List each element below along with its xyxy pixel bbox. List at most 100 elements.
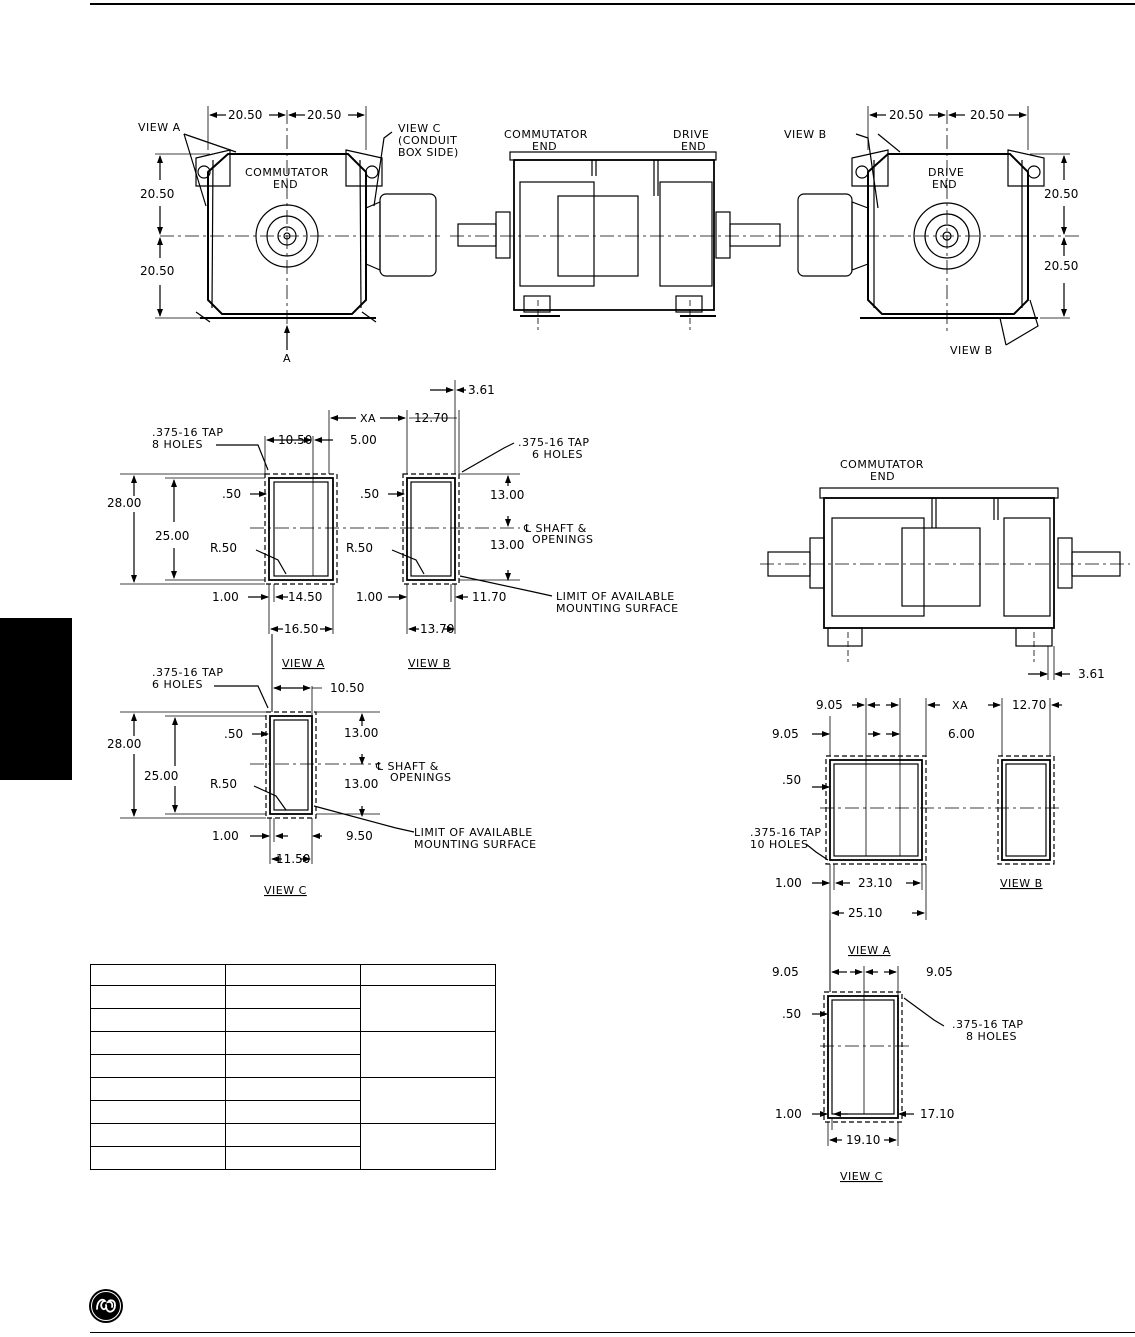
label-commutator-mid-1: COMMUTATOR [504, 128, 588, 141]
label-radius-c: R.50 [210, 777, 237, 791]
dim-1650: 16.50 [284, 622, 318, 636]
top-rule [90, 3, 1135, 5]
label-tap10-2: 10 HOLES [750, 838, 808, 851]
label-view-a-right: VIEW A [848, 944, 891, 957]
view-a-b-top [120, 380, 553, 634]
label-xa-top: XA [360, 412, 376, 425]
label-xa-right: XA [952, 699, 968, 712]
label-shaft-2: OPENINGS [532, 533, 593, 546]
dim-1300-a: 13.00 [490, 488, 524, 502]
label-commutator-r-1: COMMUTATOR [840, 458, 924, 471]
label-shaft-1: ℄ SHAFT & [523, 522, 587, 535]
dim-1170: 11.70 [472, 590, 506, 604]
label-section-a: A [283, 352, 291, 365]
dim-2050-b4: 20.50 [1044, 259, 1078, 273]
dim-2050-a4: 20.50 [140, 264, 174, 278]
label-commutator-1: COMMUTATOR [245, 166, 329, 179]
label-view-c-right: VIEW C [840, 1170, 883, 1183]
dim-905-r1: 9.05 [816, 698, 843, 712]
dim-1450: 14.50 [288, 590, 322, 604]
dim-2050-a3: 20.50 [140, 187, 174, 201]
label-shaft-c-1: ℄ SHAFT & [375, 760, 439, 773]
dim-100-c: 1.00 [212, 829, 239, 843]
ge-monogram-icon [89, 1289, 123, 1323]
dim-2050-b1: 20.50 [889, 108, 923, 122]
dim-1270-top: 12.70 [414, 411, 448, 425]
label-drive-1: DRIVE [928, 166, 964, 179]
dim-1370: 13.70 [420, 622, 454, 636]
label-view-c-left: VIEW C [264, 884, 307, 897]
dim-1300-c1: 13.00 [344, 726, 378, 740]
dim-361-right: 3.61 [1078, 667, 1105, 681]
bottom-rule [90, 1332, 1135, 1333]
dimension-table [90, 964, 496, 1170]
dim-2050-a1: 20.50 [228, 108, 262, 122]
label-limit-c-2: MOUNTING SURFACE [414, 838, 537, 851]
dim-2310: 23.10 [858, 876, 892, 890]
view-c-left [120, 634, 415, 864]
drive-end-view [790, 106, 1080, 346]
dim-1270-right: 12.70 [1012, 698, 1046, 712]
label-radius-b: R.50 [346, 541, 373, 555]
dim-2050-a2: 20.50 [307, 108, 341, 122]
commutator-end-view [155, 106, 440, 350]
dim-1300-c2: 13.00 [344, 777, 378, 791]
label-drive-mid-2: END [681, 140, 706, 153]
section-tab [0, 618, 72, 780]
dim-050-b: .50 [360, 487, 379, 501]
label-commutator-2: END [273, 178, 298, 191]
dim-2510: 25.10 [848, 906, 882, 920]
label-commutator-mid-2: END [532, 140, 557, 153]
dim-050-r1: .50 [782, 773, 801, 787]
drawing-labels: VIEW A VIEW C (CONDUIT BOX SIDE) COMMUTA… [107, 108, 1105, 1183]
dim-1300-b: 13.00 [490, 538, 524, 552]
dim-1050-top: 10.50 [278, 433, 312, 447]
view-c-right [805, 843, 945, 1146]
dim-500: 5.00 [350, 433, 377, 447]
dim-1910: 19.10 [846, 1133, 880, 1147]
label-shaft-c-2: OPENINGS [390, 771, 451, 784]
label-tap6-1: .375-16 TAP [518, 436, 589, 449]
dim-1710: 17.10 [920, 1107, 954, 1121]
label-drive-2: END [932, 178, 957, 191]
dim-050-c: .50 [224, 727, 243, 741]
dim-050-a: .50 [222, 487, 241, 501]
dim-1050-c: 10.50 [330, 681, 364, 695]
label-view-b-top: VIEW B [784, 128, 827, 141]
dim-2800-top: 28.00 [107, 496, 141, 510]
dim-100-b: 1.00 [356, 590, 383, 604]
label-tap6c-2: 6 HOLES [152, 678, 203, 691]
dim-2800-c: 28.00 [107, 737, 141, 751]
dim-2050-b2: 20.50 [970, 108, 1004, 122]
dim-100-r2: 1.00 [775, 1107, 802, 1121]
label-view-c-conduit-1: VIEW C [398, 122, 441, 135]
label-drive-mid-1: DRIVE [673, 128, 709, 141]
dim-905-r2: 9.05 [772, 727, 799, 741]
label-tap6c-1: .375-16 TAP [152, 666, 223, 679]
label-view-a-top: VIEW A [138, 121, 181, 134]
label-view-b-right: VIEW B [1000, 877, 1043, 890]
dim-950: 9.50 [346, 829, 373, 843]
label-limit-2: MOUNTING SURFACE [556, 602, 679, 615]
label-tap10-1: .375-16 TAP [750, 826, 821, 839]
label-tap8-1: .375-16 TAP [152, 426, 223, 439]
dim-2500-top: 25.00 [155, 529, 189, 543]
label-view-c-conduit-3: BOX SIDE) [398, 146, 459, 159]
side-elevation-right [760, 487, 1130, 680]
dim-2050-b3: 20.50 [1044, 187, 1078, 201]
dim-905-r4: 9.05 [926, 965, 953, 979]
view-a-b-right [812, 698, 1062, 992]
dim-100-r1: 1.00 [775, 876, 802, 890]
label-limit-c-1: LIMIT OF AVAILABLE [414, 826, 533, 839]
side-elevation-top [450, 151, 790, 330]
dim-905-r3: 9.05 [772, 965, 799, 979]
dim-361-top: 3.61 [468, 383, 495, 397]
label-tap8r-1: .375-16 TAP [952, 1018, 1023, 1031]
label-view-c-conduit-2: (CONDUIT [398, 134, 457, 147]
label-tap6-2: 6 HOLES [532, 448, 583, 461]
label-radius-a: R.50 [210, 541, 237, 555]
label-view-a-mid: VIEW A [282, 657, 325, 670]
dim-050-r2: .50 [782, 1007, 801, 1021]
label-view-b-bottom: VIEW B [950, 344, 993, 357]
